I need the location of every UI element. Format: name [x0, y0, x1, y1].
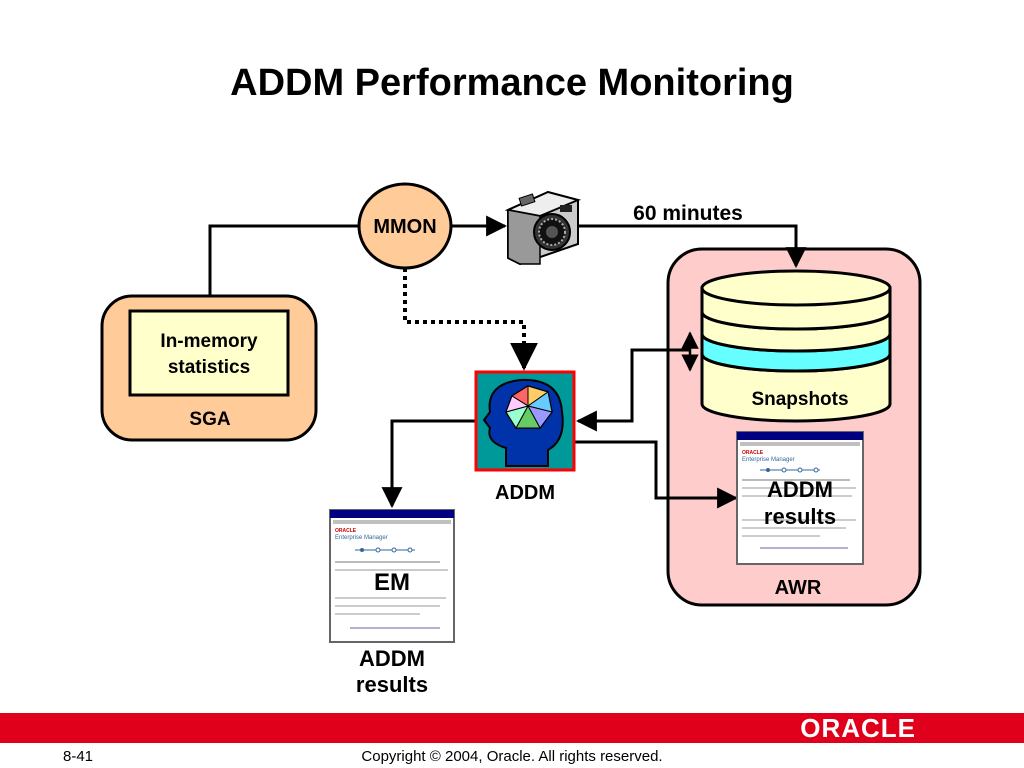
in-memory-line1: In-memory: [160, 331, 258, 352]
slide-title: ADDM Performance Monitoring: [230, 62, 794, 104]
mmon-to-addm-dotted-arrow: [403, 268, 538, 371]
mmon-label: MMON: [373, 216, 436, 238]
em-screen-brand-line2: Enterprise Manager: [335, 535, 388, 541]
snapshots-label: Snapshots: [751, 389, 848, 410]
screen-brand-line2: Enterprise Manager: [742, 457, 795, 463]
em-results-line1: ADDM: [359, 646, 425, 671]
sga-label: SGA: [189, 409, 230, 430]
screen-brand-line1: ORACLE: [742, 450, 764, 456]
copyright: Copyright © 2004, Oracle. All rights res…: [361, 748, 663, 765]
screen-icon: ORACLE Enterprise Manager: [736, 431, 864, 565]
oracle-logo: ORACLE: [800, 713, 916, 743]
addm-to-em-arrow: [381, 419, 476, 509]
mmon-circle: [357, 182, 453, 270]
addm-diagram: AWR In-memory statistics SGA MMON 60 min…: [100, 182, 922, 697]
awr-results-line1: ADDM: [767, 477, 833, 502]
awr-results-line2: results: [764, 504, 836, 529]
snapshots-to-addm-arrow: [575, 348, 690, 432]
em-screen-brand-line1: ORACLE: [335, 528, 357, 534]
em-results-line2: results: [356, 672, 428, 697]
awr-label: AWR: [775, 577, 822, 599]
addm-label: ADDM: [495, 482, 555, 504]
in-memory-statistics-box: [128, 309, 290, 397]
in-memory-line2: statistics: [168, 357, 250, 378]
camera-to-snapshots-arrow: [577, 224, 807, 269]
em-label: EM: [374, 569, 410, 596]
database-icon: [700, 269, 892, 423]
screen-icon: ORACLE Enterprise Manager: [329, 509, 455, 643]
page-number: 8-41: [63, 748, 94, 765]
camera-icon: [504, 190, 582, 266]
footer-bar: [0, 713, 1024, 743]
sga-to-mmon-line: [208, 224, 358, 296]
interval-label: 60 minutes: [633, 202, 743, 225]
addm-to-awr-results-arrow: [574, 440, 739, 509]
head-icon: [474, 370, 576, 472]
